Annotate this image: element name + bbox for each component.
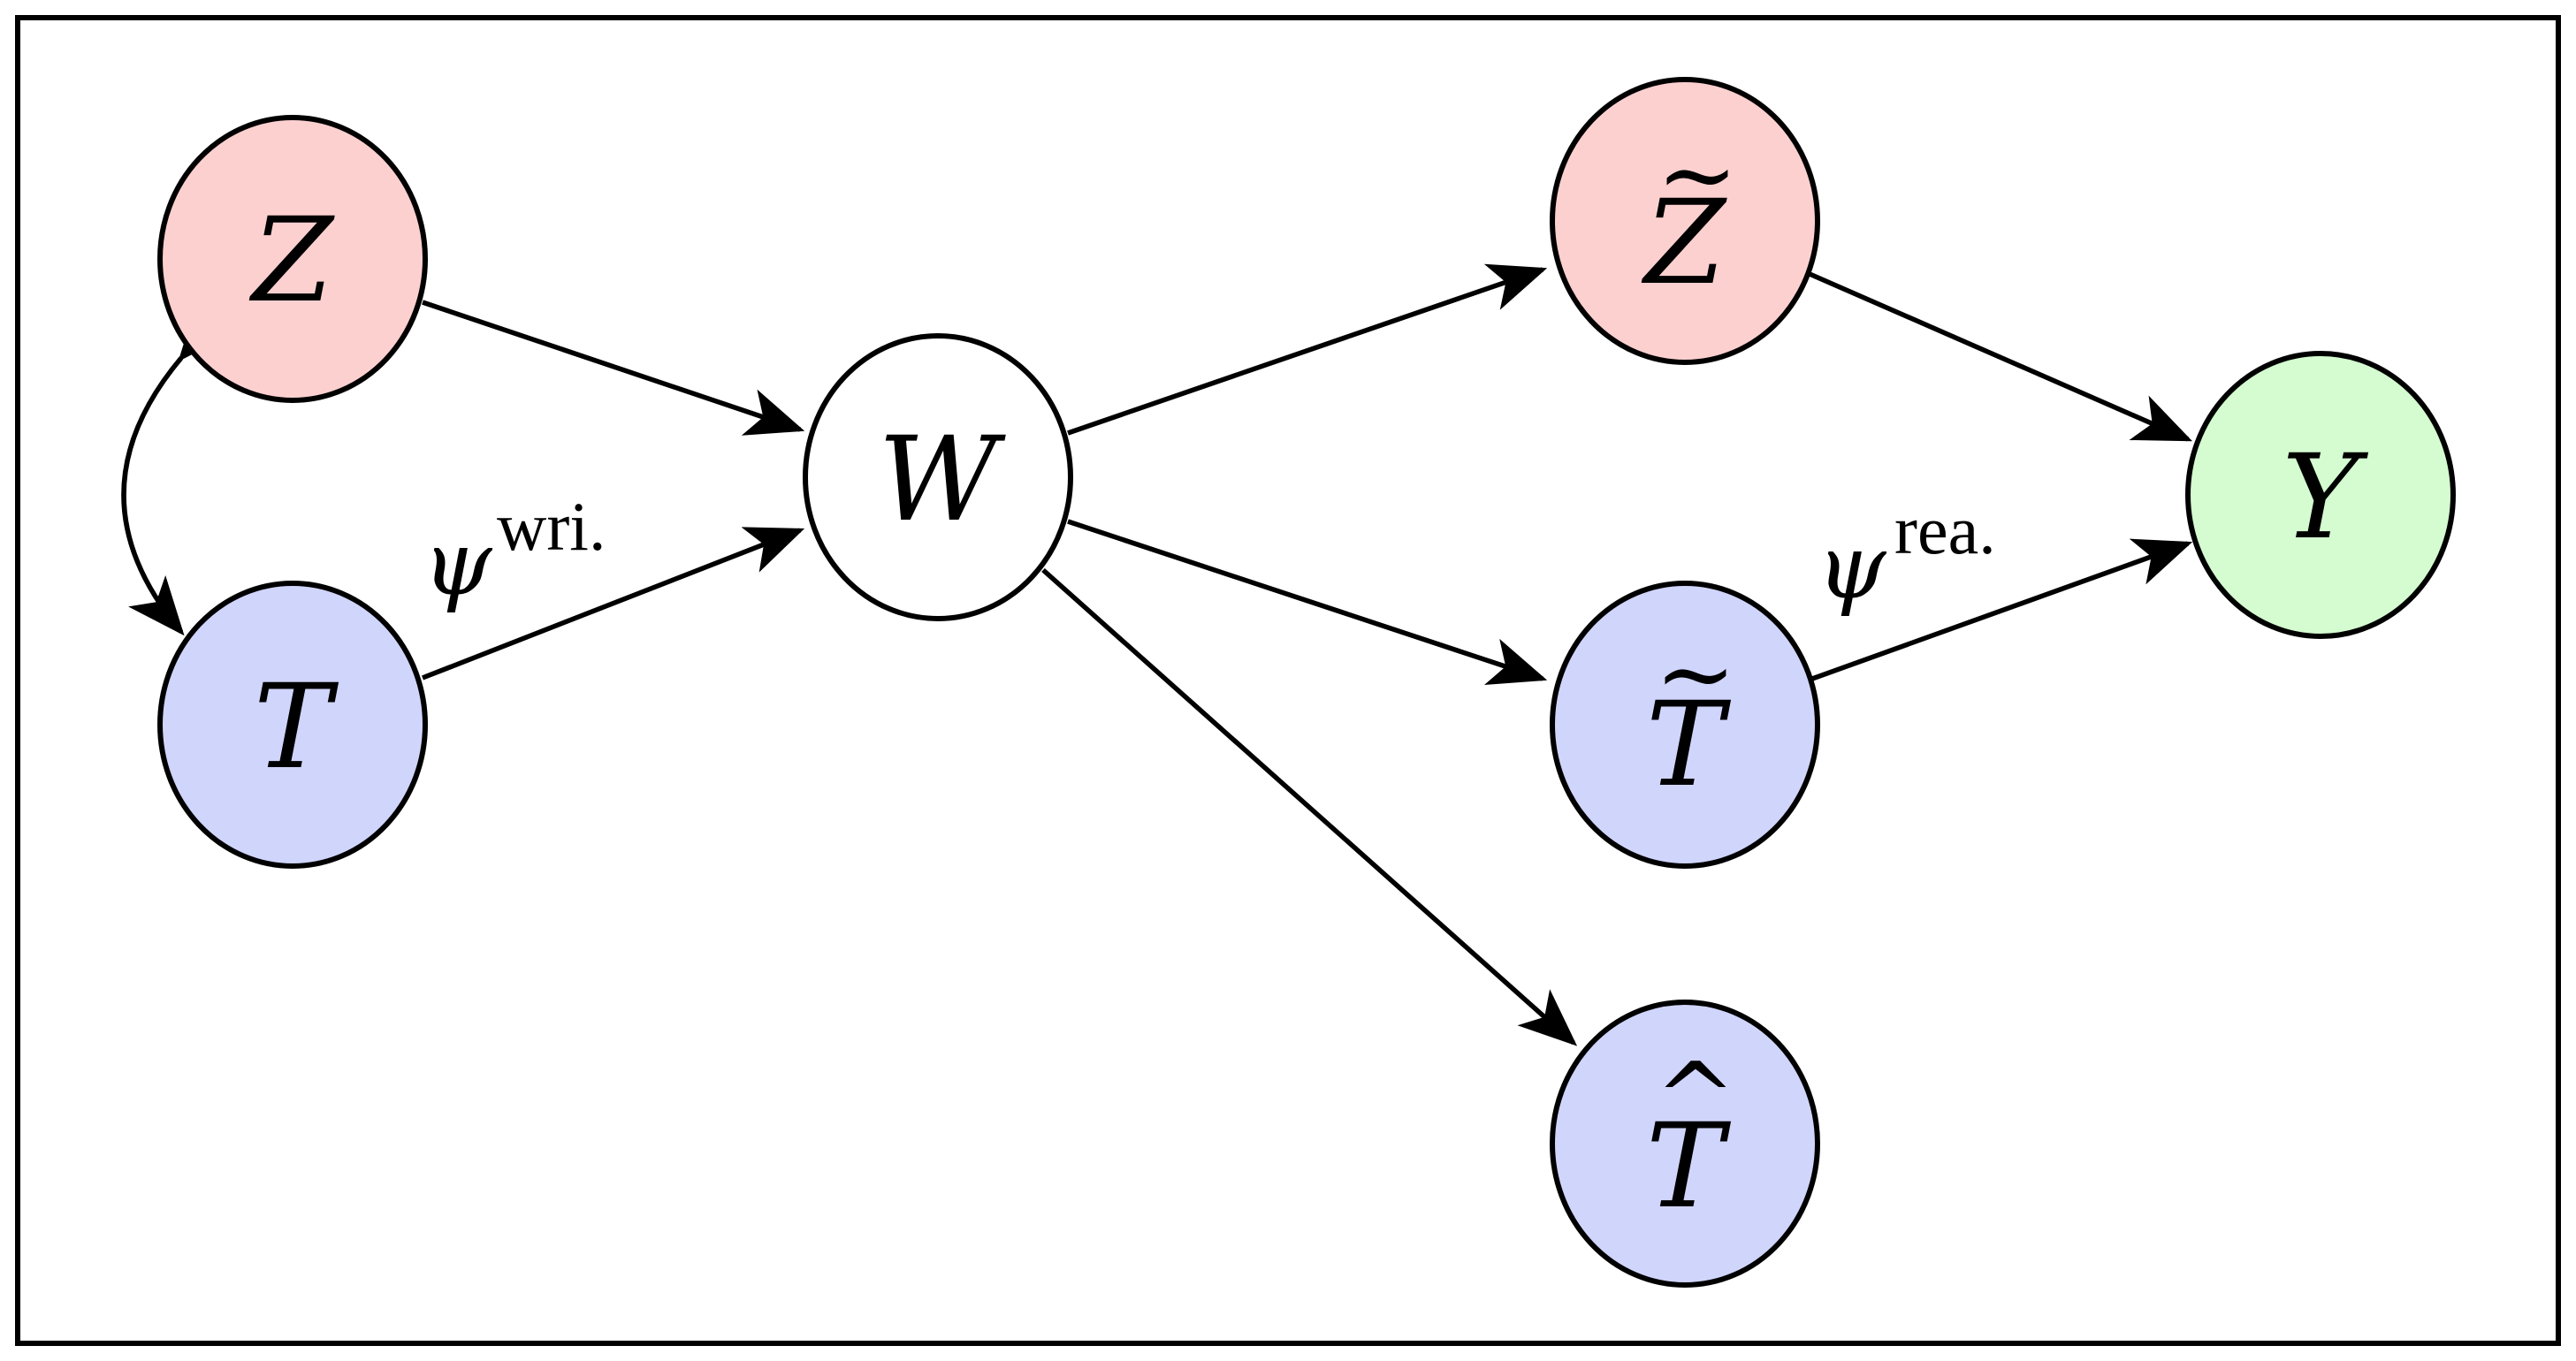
node-t-hat-circle (1550, 1000, 1820, 1288)
node-w-label: W (878, 412, 1006, 548)
psi-symbol-reader: ψ (1817, 515, 1887, 619)
edges (121, 263, 2193, 1046)
node-t-hat-accent: ^ (1655, 1041, 1736, 1154)
edge-label-writer: ψ wri. (423, 488, 606, 615)
node-z-tilde-accent: ~ (1657, 118, 1738, 231)
node-y-circle (2185, 351, 2456, 639)
node-t-tilde-circle (1550, 581, 1820, 869)
node-t: T (157, 581, 428, 869)
node-w: W (803, 333, 1073, 621)
node-y-label: Y (2282, 430, 2368, 566)
node-t-circle (157, 581, 428, 869)
edge-z-t-bidirectional (121, 300, 234, 636)
edge-t-tilde-to-y (1811, 538, 2193, 681)
node-z: Z (157, 115, 428, 403)
node-y: Y (2185, 351, 2456, 639)
diagram-frame (15, 15, 2561, 1346)
edge-w-to-t-hat (1041, 567, 1578, 1046)
node-z-circle (157, 115, 428, 403)
edge-label-reader: ψ rea. (1817, 491, 1996, 619)
node-z-label: Z (248, 193, 335, 329)
node-t-tilde-accent: ~ (1655, 617, 1736, 730)
edge-z-tilde-to-y (1808, 271, 2193, 442)
node-t-label: T (254, 659, 339, 795)
edge-w-to-t-tilde (1067, 519, 1548, 686)
node-t-hat-label: T (1646, 1099, 1732, 1235)
node-z-tilde-label: Z (1641, 175, 1727, 311)
psi-symbol-writer: ψ (423, 512, 493, 615)
edge-z-to-w (422, 300, 805, 436)
node-t-hat: ^ T (1550, 1000, 1820, 1288)
edge-t-to-w (421, 527, 805, 680)
node-z-tilde-circle (1550, 77, 1820, 365)
node-z-tilde: ~ Z (1550, 77, 1820, 365)
reader-superscript: rea. (1894, 491, 1996, 568)
node-t-tilde-label: T (1646, 677, 1732, 813)
node-w-circle (803, 333, 1073, 621)
edge-w-to-z-tilde (1067, 263, 1548, 436)
node-t-tilde: ~ T (1550, 581, 1820, 869)
writer-superscript: wri. (497, 488, 606, 565)
